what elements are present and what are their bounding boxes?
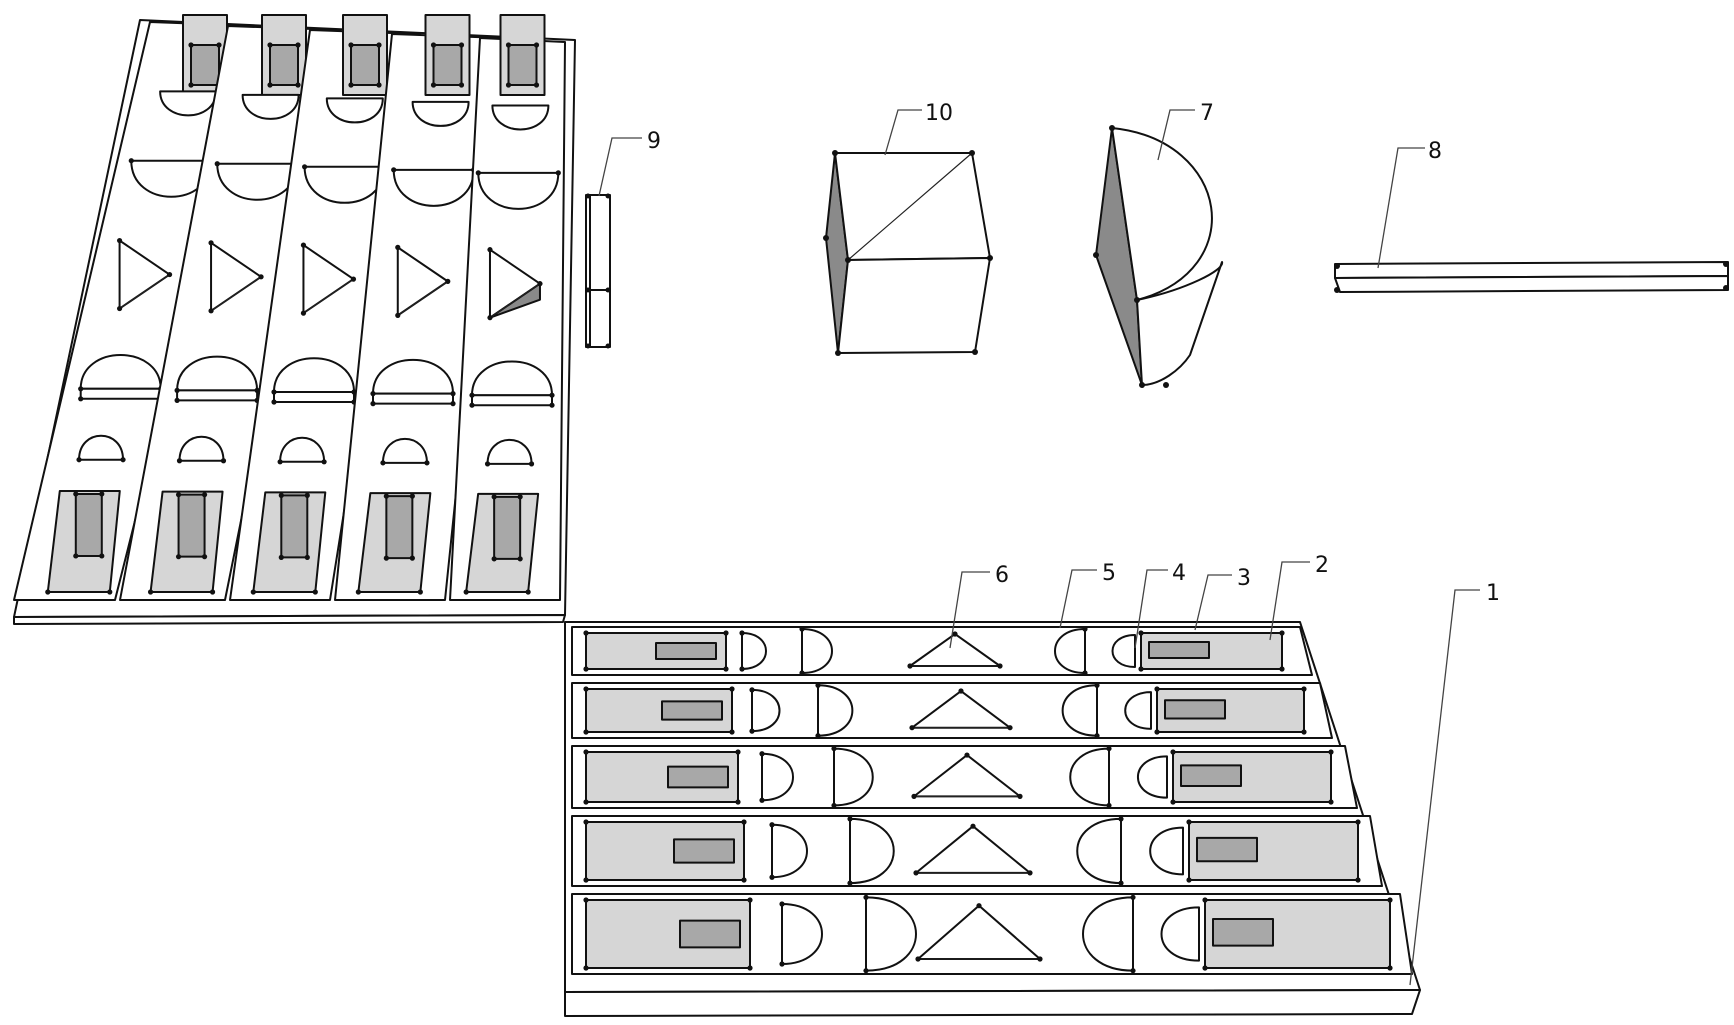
cube-front-face	[837, 257, 991, 354]
arch-base	[79, 387, 162, 400]
right-row-5	[571, 893, 1413, 975]
arch-base	[471, 394, 553, 407]
label-7: 7	[1200, 101, 1214, 126]
top-grey-insert	[190, 44, 220, 86]
small-arch-slot	[279, 436, 326, 463]
arch-slot	[176, 355, 259, 392]
halfround-front-face	[1136, 261, 1224, 386]
arch-slot	[79, 354, 162, 390]
bottom-grey-insert	[385, 495, 414, 560]
arch-slot	[372, 358, 454, 395]
top-grey-insert	[269, 44, 299, 86]
small-d-slot	[751, 688, 781, 733]
small-reverse-d-slot	[1149, 826, 1184, 876]
reverse-d-slot	[1069, 747, 1110, 807]
right-grey-insert	[1148, 641, 1210, 659]
small-half-round	[491, 104, 550, 131]
label-1: 1	[1486, 581, 1500, 606]
bar-part-8	[1334, 261, 1729, 293]
right-row-1	[571, 626, 1313, 676]
small-arch-slot	[178, 435, 225, 462]
label-4: 4	[1172, 561, 1186, 586]
right-row-2	[571, 682, 1333, 739]
left-column-1	[13, 14, 261, 601]
cube-part-10	[823, 150, 993, 356]
bottom-grey-insert	[177, 493, 206, 558]
top-grey-insert	[507, 44, 538, 86]
left-column-5	[449, 14, 566, 601]
left-grey-insert	[655, 642, 717, 660]
right-grey-insert	[1164, 699, 1226, 720]
arch-base	[372, 392, 454, 405]
small-reverse-d-slot	[1137, 755, 1168, 799]
left-grey-panel	[585, 821, 745, 881]
bottom-grey-insert	[74, 492, 103, 557]
small-d-slot	[771, 823, 808, 879]
cube-top-face	[834, 152, 991, 261]
bottom-grey-insert	[493, 495, 522, 560]
reverse-d-slot	[1082, 896, 1134, 972]
label-8: 8	[1428, 139, 1442, 164]
label-10: 10	[925, 101, 953, 126]
small-arch-slot	[78, 434, 125, 461]
strip-part-9	[585, 193, 611, 349]
left-column-3	[229, 14, 421, 601]
large-d-slot	[817, 684, 854, 737]
large-d-slot	[833, 747, 874, 807]
callouts: 9 10 7 8 6 5 4 3 2 1	[598, 101, 1500, 986]
right-board-base-edge	[564, 989, 1421, 1017]
label-9: 9	[647, 129, 661, 154]
label-5: 5	[1102, 561, 1116, 586]
small-reverse-d-slot	[1160, 906, 1200, 962]
top-grey-insert	[432, 44, 463, 86]
reverse-d-slot	[1061, 684, 1098, 737]
label-3: 3	[1237, 566, 1251, 591]
reverse-d-slot	[1076, 817, 1122, 885]
top-grey-insert	[350, 44, 380, 86]
small-arch-slot	[381, 438, 428, 464]
arch-slot	[273, 357, 355, 393]
left-grey-insert	[667, 765, 729, 789]
left-grey-insert	[679, 919, 741, 949]
right-grey-insert	[1196, 836, 1258, 863]
left-grey-insert	[661, 700, 723, 721]
halfround-top-face	[1111, 127, 1213, 301]
left-grey-insert	[673, 838, 735, 864]
small-half-round	[241, 93, 300, 120]
left-column-4	[334, 14, 504, 601]
reverse-d-slot	[1054, 628, 1086, 674]
arch-base	[176, 389, 259, 402]
half-round-part-7	[1093, 125, 1224, 388]
large-d-slot	[849, 817, 895, 885]
right-row-4	[571, 815, 1383, 887]
small-d-slot	[761, 752, 794, 802]
left-board-assembly	[13, 14, 576, 625]
arch-base	[273, 391, 355, 403]
large-half-round	[477, 171, 560, 210]
small-reverse-d-slot	[1111, 634, 1136, 668]
label-2: 2	[1315, 553, 1329, 578]
arch-slot	[471, 360, 553, 397]
right-row-3	[571, 745, 1358, 809]
right-grey-insert	[1212, 918, 1274, 947]
large-d-slot	[865, 896, 917, 972]
bar-front	[1334, 275, 1729, 293]
small-half-round	[411, 100, 470, 127]
bottom-grey-insert	[280, 494, 309, 559]
small-reverse-d-slot	[1124, 691, 1152, 730]
small-d-slot	[781, 903, 823, 965]
label-6: 6	[995, 563, 1009, 588]
small-arch-slot	[486, 439, 533, 465]
left-board-base-edge	[13, 614, 566, 625]
left-column-2	[119, 14, 341, 601]
right-board-assembly	[564, 621, 1421, 1017]
large-d-slot	[801, 628, 833, 674]
right-grey-insert	[1180, 764, 1242, 788]
small-half-round	[325, 97, 384, 124]
